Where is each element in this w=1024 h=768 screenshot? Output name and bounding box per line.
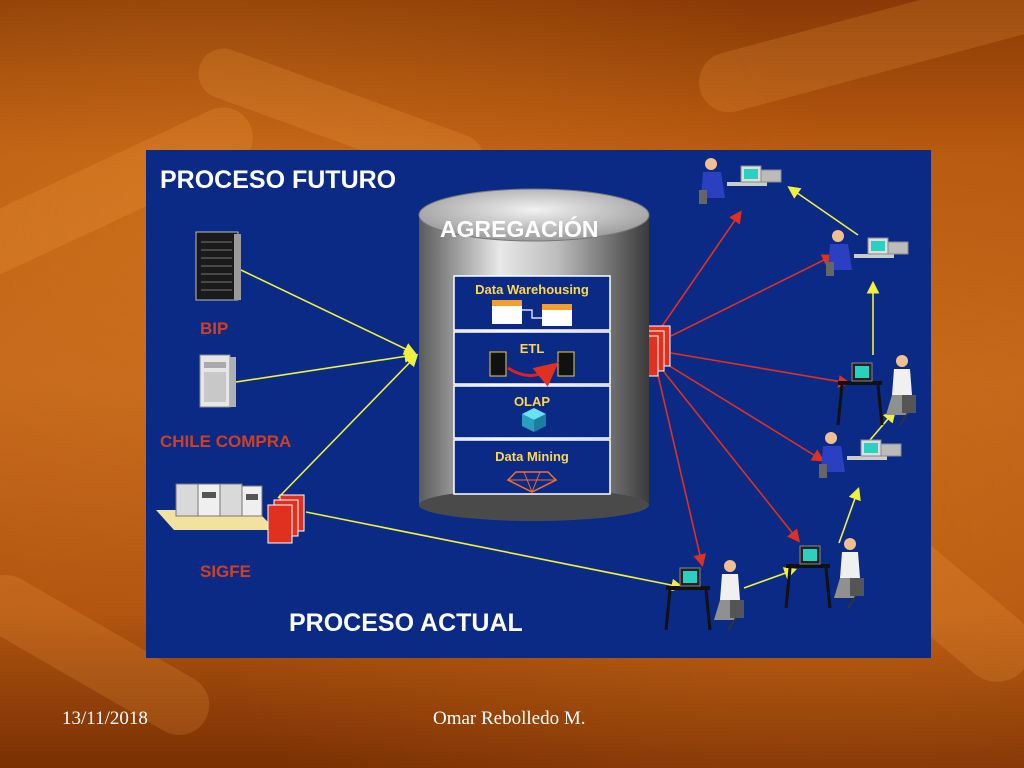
etl-icon	[489, 351, 575, 387]
bip-server-icon	[195, 231, 241, 301]
sigfe-servers-icon	[156, 483, 276, 530]
arrow-out-4	[667, 364, 825, 462]
title-aggregation: AGREGACIÓN	[440, 216, 599, 242]
aggregation-cylinder	[418, 188, 650, 521]
input-arrows	[235, 186, 897, 592]
footer-author: Omar Rebolledo M.	[433, 708, 586, 729]
arrow-chile-compra	[235, 350, 418, 383]
arrow-sigfe-current	[305, 511, 685, 592]
olap-cube-icon	[522, 408, 546, 432]
chile-compra-server-icon	[199, 354, 236, 408]
arrow-user-chain-3	[869, 409, 897, 441]
arrow-bip	[240, 269, 417, 355]
user-workstation-4-icon	[819, 432, 902, 478]
arrow-user-chain-1	[743, 567, 798, 589]
module-box-dw	[453, 275, 611, 331]
arrow-out-3	[670, 352, 852, 388]
label-data-warehousing: Data Warehousing	[475, 282, 589, 297]
user-workstation-2-icon	[826, 230, 909, 276]
data-warehousing-icon	[492, 300, 572, 326]
title-future-process: PROCESO FUTURO	[160, 166, 397, 194]
output-arrows	[655, 210, 852, 568]
module-box-dm	[453, 439, 611, 495]
arrow-out-6	[657, 374, 707, 568]
sigfe-documents-icon	[267, 494, 305, 544]
user-workstation-6-icon	[664, 560, 744, 631]
label-olap: OLAP	[513, 394, 551, 409]
arrow-out-5	[663, 371, 800, 543]
arrow-user-chain-5	[787, 186, 859, 236]
label-sigfe: SIGFE	[200, 562, 252, 581]
label-etl: ETL	[519, 341, 545, 356]
title-current-process: PROCESO ACTUAL	[289, 609, 523, 637]
label-chile-compra: CHILE COMPRA	[160, 432, 292, 451]
label-bip: BIP	[200, 319, 229, 338]
user-workstation-1-icon	[699, 158, 782, 204]
user-workstation-3-icon	[836, 355, 916, 426]
data-mining-diamond-icon	[506, 471, 558, 493]
arrow-out-1	[655, 210, 742, 336]
label-data-mining: Data Mining	[495, 449, 569, 464]
footer-date: 13/11/2018	[62, 708, 148, 729]
arrow-user-chain-2	[838, 486, 861, 544]
arrow-sigfe	[277, 353, 419, 499]
user-workstation-5-icon	[784, 538, 864, 609]
diagram-canvas	[156, 158, 916, 631]
diagram-panel: PROCESO FUTURO PROCESO ACTUAL AGREGACIÓN…	[146, 150, 931, 658]
arrow-out-2	[670, 254, 835, 337]
